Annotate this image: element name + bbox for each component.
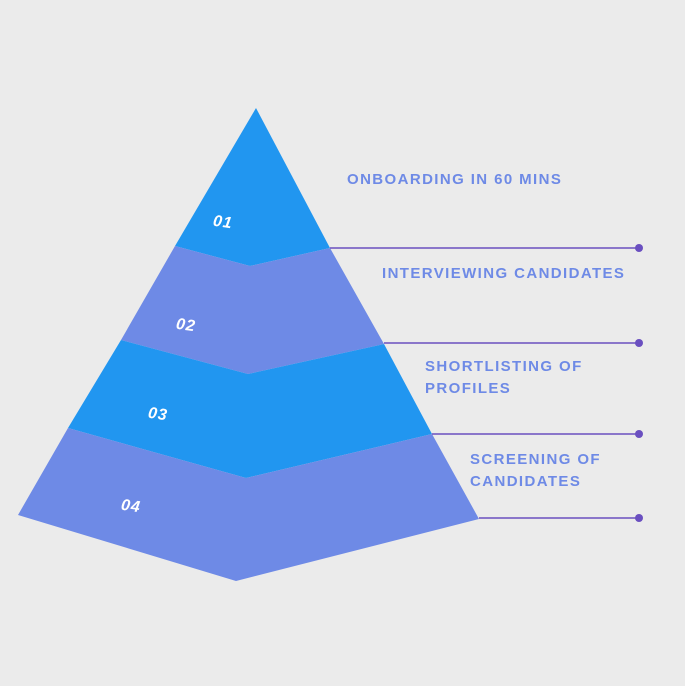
connector-dot-3 xyxy=(635,430,643,438)
layer-number-1: 01 xyxy=(212,213,234,233)
pyramid-layer-2 xyxy=(121,246,384,374)
pyramid-layer-4 xyxy=(18,428,479,581)
stage-label-3: SHORTLISTING OF PROFILES xyxy=(425,356,583,400)
stage-label-1-line-1: ONBOARDING IN 60 MINS xyxy=(347,171,563,188)
connector-dot-4 xyxy=(635,514,643,522)
stage-label-4: SCREENING OF CANDIDATES xyxy=(470,449,601,493)
layer-number-3: 03 xyxy=(147,405,169,425)
pyramid-layer-3 xyxy=(68,340,432,478)
stage-label-2: INTERVIEWING CANDIDATES xyxy=(382,263,625,285)
stage-label-4-line-1: SCREENING OF xyxy=(470,451,601,468)
stage-label-1: ONBOARDING IN 60 MINS xyxy=(347,169,562,191)
stage-label-2-line-1: INTERVIEWING CANDIDATES xyxy=(382,265,626,282)
layer-number-2: 02 xyxy=(175,316,197,336)
layer-number-4: 04 xyxy=(120,497,142,517)
stage-label-3-line-1: SHORTLISTING OF xyxy=(425,358,583,375)
stage-label-3-line-2: PROFILES xyxy=(425,380,512,397)
connector-dot-2 xyxy=(635,339,643,347)
pyramid-layer-1 xyxy=(175,108,330,266)
connector-dot-1 xyxy=(635,244,643,252)
stage-label-4-line-2: CANDIDATES xyxy=(470,473,582,490)
